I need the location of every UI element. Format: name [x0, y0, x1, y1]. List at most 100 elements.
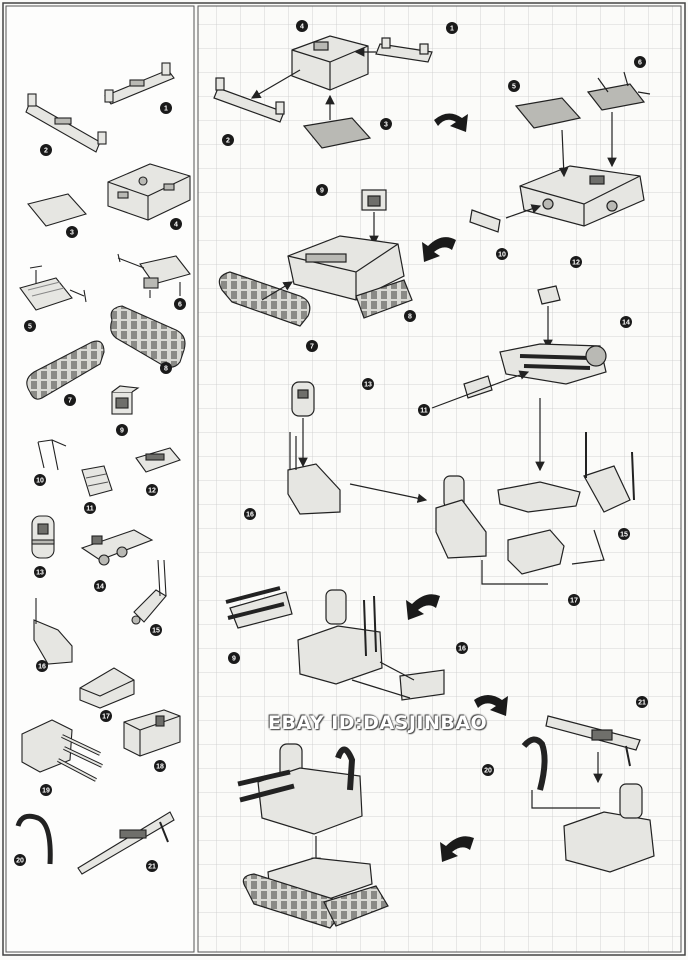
watermark: EBAY ID:DASJINBAO — [268, 712, 488, 734]
part-number-label: 7 — [68, 398, 72, 405]
part-number-label: 12 — [148, 488, 156, 495]
part-badge-7 — [306, 340, 318, 352]
part-number-label: 20 — [484, 768, 492, 775]
part-number-label: 3 — [384, 122, 388, 129]
part-18-box — [123, 709, 181, 757]
part-badge-14 — [620, 316, 632, 328]
part-number-label: 20 — [16, 858, 24, 865]
part-4-housing — [107, 163, 191, 221]
part-badge-15 — [150, 624, 162, 636]
part-number-label: 15 — [620, 532, 628, 539]
part-number-label: 19 — [42, 788, 50, 795]
part-19-gun-pod — [21, 719, 103, 782]
part-badge-10 — [496, 248, 508, 260]
part-8-track — [110, 305, 186, 368]
part-badge-9 — [316, 184, 328, 196]
part-1-bracket — [104, 62, 175, 105]
part-number-label: 16 — [246, 512, 254, 519]
part-badge-10 — [34, 474, 46, 486]
part-number-label: 9 — [320, 188, 324, 195]
part-badge-11 — [84, 502, 96, 514]
part-number-label: 16 — [458, 646, 466, 653]
part-number-label: 2 — [226, 138, 230, 145]
step-chassis-tracks — [218, 189, 413, 327]
part-badge-6 — [634, 56, 646, 68]
part-number-label: 9 — [232, 656, 236, 663]
part-number-label: 15 — [152, 628, 160, 635]
part-badge-21 — [636, 696, 648, 708]
rotate-arrows — [406, 113, 508, 862]
part-badge-7 — [64, 394, 76, 406]
step-upper-housing — [213, 35, 433, 149]
part-badge-13 — [34, 566, 46, 578]
part-badge-14 — [94, 580, 106, 592]
part-21-machine-gun — [77, 811, 175, 875]
part-7-track — [26, 340, 105, 400]
part-badge-20 — [14, 854, 26, 866]
part-number-label: 3 — [70, 230, 74, 237]
part-badge-4 — [170, 218, 182, 230]
part-badge-17 — [568, 594, 580, 606]
part-6-heatsink — [117, 253, 191, 298]
part-number-label: 4 — [174, 222, 178, 229]
part-number-label: 14 — [622, 320, 630, 327]
part-badge-1 — [446, 22, 458, 34]
part-badge-17 — [100, 710, 112, 722]
part-number-label: 12 — [572, 260, 580, 267]
part-badge-13 — [362, 378, 374, 390]
part-number-label: 1 — [450, 26, 454, 33]
part-badge-15 — [618, 528, 630, 540]
rotate-arrow-icon — [406, 594, 440, 620]
part-15-arm — [131, 559, 167, 625]
rotate-arrow-icon — [474, 695, 508, 716]
part-number-label: 18 — [156, 764, 164, 771]
part-number-label: 5 — [512, 84, 516, 91]
rotate-arrow-icon — [434, 113, 468, 132]
part-badge-18 — [154, 760, 166, 772]
step-final-robot — [237, 743, 389, 929]
part-number-label: 5 — [28, 324, 32, 331]
part-badge-9 — [116, 424, 128, 436]
part-5-heatsink — [19, 265, 87, 311]
part-badge-20 — [482, 764, 494, 776]
part-badge-16 — [456, 642, 468, 654]
part-2-bracket — [25, 93, 107, 153]
part-10-pins — [37, 439, 67, 471]
part-number-label: 9 — [120, 428, 124, 435]
part-9-block — [111, 385, 140, 415]
part-number-label: 2 — [44, 148, 48, 155]
part-16-side-block — [33, 598, 73, 665]
part-number-label: 10 — [498, 252, 506, 259]
rotate-arrow-icon — [422, 237, 456, 262]
part-number-label: 21 — [148, 864, 156, 871]
part-number-label: 8 — [408, 314, 412, 321]
rotate-arrow-icon — [440, 836, 474, 862]
part-number-label: 6 — [178, 302, 182, 309]
parts-list — [15, 62, 191, 875]
part-number-badges: 1122334455667788999101011111212131314141… — [14, 20, 648, 872]
part-badge-9 — [228, 652, 240, 664]
part-17-wedge — [79, 667, 135, 709]
part-13-turret-head — [31, 515, 55, 559]
part-badge-16 — [244, 508, 256, 520]
part-11-connector — [81, 465, 113, 497]
part-badge-5 — [24, 320, 36, 332]
part-badge-8 — [160, 362, 172, 374]
part-number-label: 16 — [38, 664, 46, 671]
part-badge-3 — [380, 118, 392, 130]
part-badge-2 — [40, 144, 52, 156]
part-number-label: 17 — [102, 714, 110, 721]
step-chassis-heatsinks — [469, 71, 651, 233]
part-badge-8 — [404, 310, 416, 322]
part-badge-11 — [418, 404, 430, 416]
part-number-label: 13 — [364, 382, 372, 389]
part-number-label: 4 — [300, 24, 304, 31]
part-number-label: 7 — [310, 344, 314, 351]
part-12-mount — [135, 447, 181, 473]
part-badge-12 — [146, 484, 158, 496]
part-number-label: 10 — [36, 478, 44, 485]
part-badge-5 — [508, 80, 520, 92]
part-badge-3 — [66, 226, 78, 238]
part-3-plate — [27, 193, 87, 227]
